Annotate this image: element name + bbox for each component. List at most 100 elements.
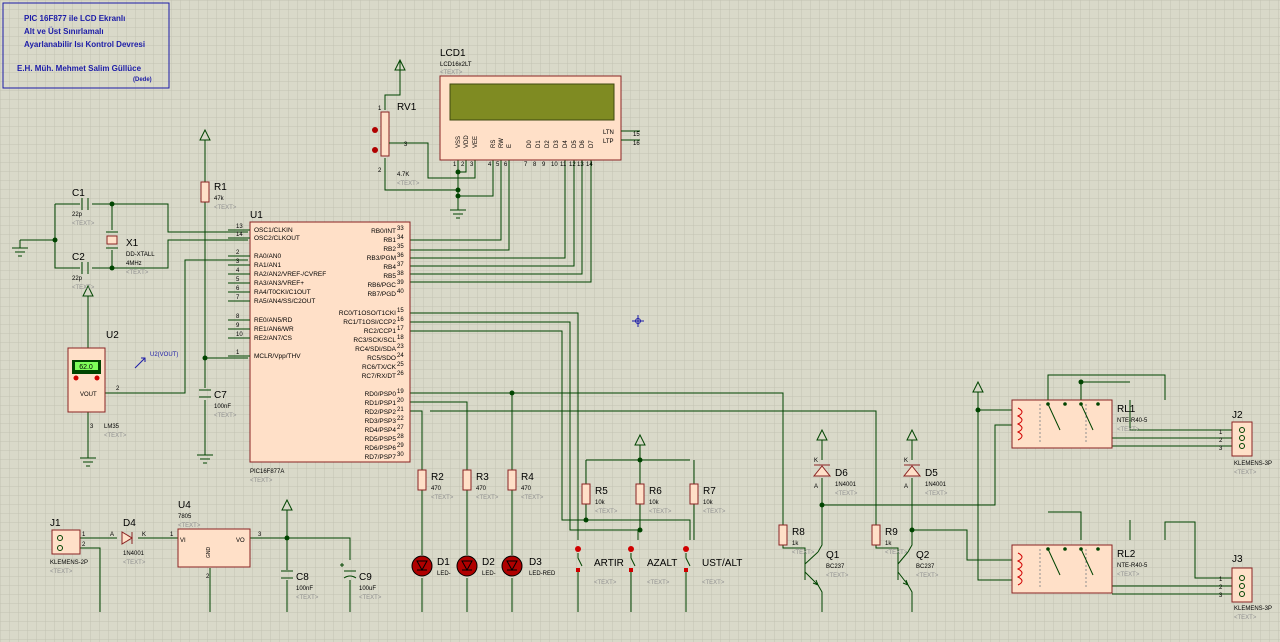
- u1-pin-label: RC0/T1OSO/T1CKI: [339, 310, 396, 317]
- x1-crystal[interactable]: X1 DD-XTALL 4MHz <TEXT>: [106, 231, 155, 276]
- rl2-placeholder: <TEXT>: [1117, 572, 1140, 578]
- j3-terminal[interactable]: J3 1 2 3 KLEMENS-3P <TEXT>: [1219, 554, 1272, 621]
- lcd1-pin-d4: D4: [563, 140, 569, 148]
- d6-k: K: [814, 458, 818, 464]
- u1-pin-label: RB5: [383, 273, 396, 280]
- u1-pin-number: 19: [397, 389, 404, 395]
- u1-pin-label: RA4/T0CKI/C1OUT: [254, 289, 311, 296]
- d4-value: 1N4001: [123, 551, 145, 557]
- junctions: [52, 169, 1084, 541]
- j3-ref: J3: [1232, 554, 1243, 565]
- r2-resistor[interactable]: R2 470 <TEXT>: [417, 469, 454, 501]
- r9-resistor[interactable]: R9 1k <TEXT>: [871, 524, 908, 556]
- rl2-relay[interactable]: RL2 NTE-R40-5 <TEXT>: [1011, 544, 1148, 594]
- d3-led[interactable]: D3 LED-RED: [501, 555, 556, 577]
- u1-pin-number: 24: [397, 353, 404, 359]
- lcd1-pin-vss: VSS: [456, 136, 462, 148]
- u1-pin-label: RB7/PGD: [367, 291, 396, 298]
- u1-pin-number: 23: [397, 344, 404, 350]
- lcd1-pin-d6: D6: [580, 140, 586, 148]
- x1-model: DD-XTALL: [126, 252, 155, 258]
- u1-pin-number: 8: [236, 314, 240, 320]
- rv1-potentiometer[interactable]: RV1 4.7K <TEXT> 1 2 3: [372, 102, 420, 187]
- r4-resistor[interactable]: R4 470 <TEXT>: [507, 469, 544, 501]
- q2-transistor[interactable]: Q2 BC237 <TEXT>: [897, 550, 939, 586]
- lcd1-pin-d5: D5: [572, 140, 578, 148]
- d2-led[interactable]: D2 LED-: [456, 555, 496, 577]
- rl1-relay[interactable]: RL1 NTE-R40-5 <TEXT>: [1011, 399, 1148, 449]
- q1-transistor[interactable]: Q1 BC237 <TEXT>: [804, 550, 849, 586]
- u1-pin-number: 3: [236, 259, 240, 265]
- c8-capacitor[interactable]: C8 100nF <TEXT>: [281, 570, 319, 601]
- u1-pin-number: 14: [236, 232, 243, 238]
- u2-placeholder: <TEXT>: [104, 433, 127, 439]
- u1-pin-label: MCLR/Vpp/THV: [254, 353, 301, 360]
- d5-placeholder: <TEXT>: [925, 491, 948, 497]
- r5-resistor[interactable]: R5 10k <TEXT>: [581, 483, 618, 515]
- j1-pin1: 1: [82, 532, 86, 538]
- d5-diode[interactable]: K A D5 1N4001 <TEXT>: [902, 458, 948, 497]
- u1-pin-number: 34: [397, 235, 404, 241]
- lcd1-pin-d0: D0: [527, 140, 533, 148]
- d2-label: LED-: [482, 571, 496, 577]
- crosshair-cursor-icon: [632, 315, 644, 327]
- r5-placeholder: <TEXT>: [595, 509, 618, 515]
- d4-a: A: [110, 532, 114, 538]
- button-ust-alt[interactable]: UST/ALT <TEXT>: [683, 546, 742, 586]
- q2-ref: Q2: [916, 550, 930, 561]
- u1-pin-label: RE0/AN5/RD: [254, 317, 293, 324]
- c2-capacitor[interactable]: C2 22p <TEXT>: [72, 252, 95, 291]
- j2-terminal[interactable]: J2 1 2 3 KLEMENS-3P <TEXT>: [1219, 410, 1272, 476]
- j2-pin3: 3: [1219, 446, 1223, 452]
- u1-pin-number: 16: [397, 317, 404, 323]
- q1-value: BC237: [826, 564, 845, 570]
- c1-capacitor[interactable]: C1 22p <TEXT>: [72, 188, 95, 227]
- r6-resistor[interactable]: R6 10k <TEXT>: [635, 483, 672, 515]
- lcd1-ltp: LTP: [603, 139, 614, 145]
- u1-pin-label: RD4/PSP4: [365, 427, 397, 434]
- r8-resistor[interactable]: R8 1k <TEXT>: [778, 524, 815, 556]
- r3-value: 470: [476, 486, 487, 492]
- c9-ref: C9: [359, 572, 372, 583]
- u1-pin-label: RB4: [383, 264, 396, 271]
- rl1-value: NTE-R40-5: [1117, 418, 1148, 424]
- r7-resistor[interactable]: R7 10k <TEXT>: [689, 483, 726, 515]
- r9-ref: R9: [885, 527, 898, 538]
- r1-resistor[interactable]: R1 47k <TEXT>: [200, 181, 237, 211]
- c7-capacitor[interactable]: C7 100nF <TEXT>: [199, 389, 237, 419]
- u4-ref: U4: [178, 500, 191, 511]
- button-azalt[interactable]: AZALT <TEXT>: [628, 546, 677, 586]
- j3-placeholder: <TEXT>: [1234, 615, 1257, 621]
- c9-value: 100uF: [359, 586, 376, 592]
- rl1-ref: RL1: [1117, 404, 1136, 415]
- r3-resistor[interactable]: R3 470 <TEXT>: [462, 469, 499, 501]
- r6-placeholder: <TEXT>: [649, 509, 672, 515]
- d4-diode[interactable]: D4 A K 1N4001 <TEXT>: [110, 518, 146, 566]
- u2-model: LM35: [104, 424, 120, 430]
- r3-ref: R3: [476, 472, 489, 483]
- r9-placeholder: <TEXT>: [885, 550, 908, 556]
- u1-pin-label: RC1/T1OSI/CCP2: [343, 319, 396, 326]
- c8-placeholder: <TEXT>: [296, 595, 319, 601]
- lcd1-pin-number: 3: [470, 162, 474, 168]
- button-artir[interactable]: ARTIR <TEXT>: [575, 546, 624, 586]
- d1-led[interactable]: D1 LED-: [411, 555, 451, 577]
- q1-placeholder: <TEXT>: [826, 573, 849, 579]
- j3-model: KLEMENS-3P: [1234, 606, 1272, 612]
- u4-7805-regulator[interactable]: VI VO GND U4 7805 <TEXT> 1 2 3: [170, 500, 262, 580]
- u2-ref: U2: [106, 330, 119, 341]
- c8-ref: C8: [296, 572, 309, 583]
- j1-terminal[interactable]: J1 KLEMENS-2P <TEXT> 1 2: [50, 518, 88, 575]
- u2-pin3: 3: [90, 424, 94, 430]
- lcd1-component[interactable]: LCD1 LCD16x2LT <TEXT> VSS1VDD2VEE3RS4RW5…: [439, 48, 640, 168]
- d6-diode[interactable]: K A D6 1N4001 <TEXT>: [812, 458, 858, 497]
- d3-label: LED-RED: [529, 571, 556, 577]
- d2-ref: D2: [482, 557, 495, 568]
- c9-capacitor[interactable]: C9 100uF <TEXT>: [340, 563, 382, 601]
- u2-lm35-sensor[interactable]: 62.0 VOUT U2 LM35 <TEXT> 2 3 U2(VOUT): [67, 330, 178, 439]
- u1-pin-number: 33: [397, 226, 404, 232]
- r6-ref: R6: [649, 486, 662, 497]
- u1-pin-label: RA5/AN4/SS/C2OUT: [254, 298, 315, 305]
